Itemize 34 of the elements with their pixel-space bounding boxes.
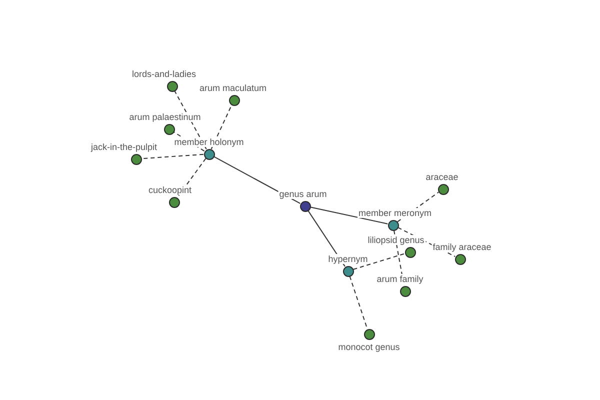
node-circle — [300, 200, 310, 212]
node-circle — [168, 196, 180, 208]
node-circle — [404, 246, 416, 258]
node-label: family araceae — [432, 242, 492, 252]
dashed-connector — [210, 104, 232, 150]
node-circle — [388, 220, 398, 230]
node-label: cuckoopint — [147, 184, 193, 194]
node-label: arum family — [376, 274, 424, 284]
dashed-connector — [349, 276, 368, 330]
node-circle — [130, 154, 142, 164]
dashed-connector — [352, 253, 406, 270]
node-circle — [204, 148, 214, 160]
node-label: lords-and-ladies — [130, 68, 198, 78]
dashed-connector — [176, 158, 206, 198]
node-circle — [438, 184, 448, 194]
node-label: genus arum — [278, 188, 328, 198]
node-label: member meronym — [358, 208, 432, 218]
dashed-connector — [140, 154, 204, 160]
node-label: liliopsid genus — [366, 234, 426, 244]
node-circle — [454, 254, 466, 264]
node-label: member holonym — [173, 136, 245, 146]
node-label: monocot genus — [337, 342, 401, 352]
node-circle — [228, 94, 240, 106]
node-label: arum palaestinum — [128, 112, 202, 122]
connector-line — [310, 206, 388, 224]
node-circle — [364, 328, 374, 340]
node-label: jack-in-the-pulpit — [90, 142, 158, 152]
node-circle — [164, 124, 174, 134]
node-circle — [400, 286, 410, 296]
node-circle — [166, 80, 178, 92]
dashed-connector — [174, 90, 207, 150]
node-circle — [342, 266, 354, 276]
node-label: arum maculatum — [198, 82, 268, 92]
node-label: hypernym — [327, 254, 369, 264]
